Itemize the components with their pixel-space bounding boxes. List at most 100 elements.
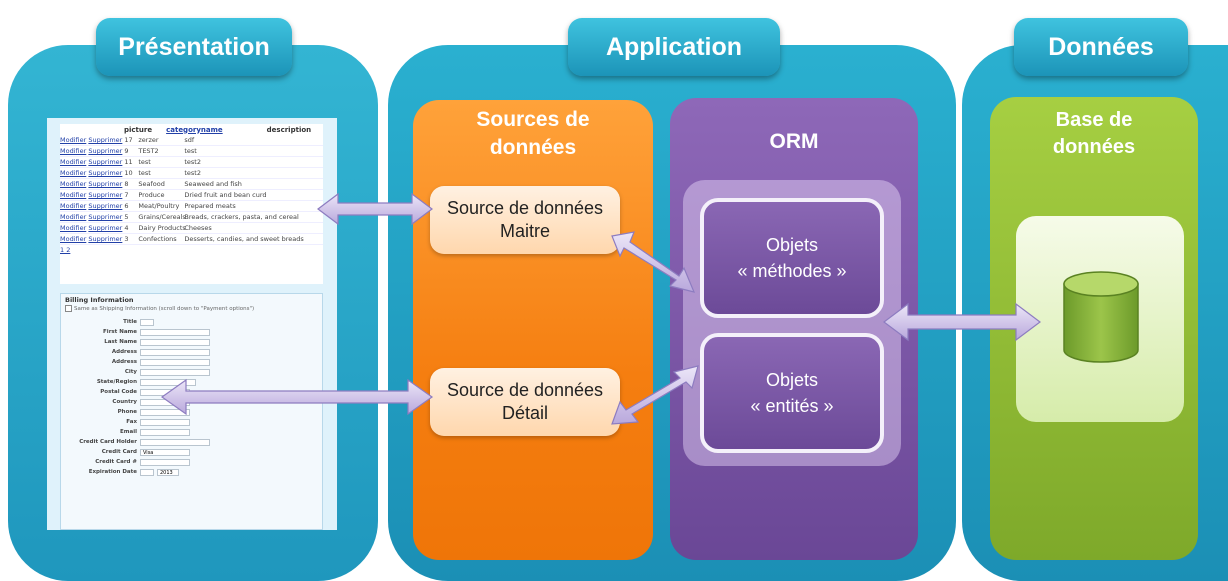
form-row: Postal Code: [61, 387, 322, 397]
grid-header: picture categoryname description: [60, 124, 323, 135]
grid-header-categoryname: categoryname: [166, 125, 223, 134]
row-id: 3: [124, 235, 129, 243]
credit-card-select[interactable]: Visa: [140, 448, 190, 456]
form-input[interactable]: [140, 338, 210, 346]
field-label: Expiration Date: [88, 469, 137, 475]
row-category-name: Confections: [138, 235, 177, 243]
form-input[interactable]: [140, 378, 196, 386]
edit-link[interactable]: Modifier: [60, 158, 87, 166]
form-input[interactable]: [140, 408, 190, 416]
delete-link[interactable]: Supprimer: [88, 235, 123, 243]
row-description: sdf: [184, 136, 195, 144]
delete-link[interactable]: Supprimer: [88, 147, 123, 155]
delete-link[interactable]: Supprimer: [88, 180, 123, 188]
row-description: test2: [184, 158, 201, 166]
form-row: Address: [61, 357, 322, 367]
row-id: 7: [124, 191, 129, 199]
row-id: 4: [124, 224, 129, 232]
form-row: Last Name: [61, 337, 322, 347]
form-row: Expiration Date 2013: [61, 467, 322, 477]
exp-month-select[interactable]: [140, 468, 154, 476]
entities-objects: Objets « entités »: [700, 333, 884, 453]
data-sources-column: [413, 100, 653, 560]
form-row: Credit Card #: [61, 457, 322, 467]
form-input[interactable]: [140, 458, 190, 466]
delete-link[interactable]: Supprimer: [88, 158, 123, 166]
grid-pager[interactable]: 1 2: [60, 246, 71, 254]
form-row: Credit Card Holder: [61, 437, 322, 447]
field-label: Address: [111, 349, 137, 355]
form-row: Country: [61, 397, 322, 407]
row-description: Dried fruit and bean curd: [184, 191, 267, 199]
form-input[interactable]: [140, 388, 190, 396]
delete-link[interactable]: Supprimer: [88, 169, 123, 177]
presentation-title: Présentation: [96, 18, 292, 76]
form-input[interactable]: [140, 428, 190, 436]
data-sources-title: Sources de données: [476, 108, 590, 160]
edit-link[interactable]: Modifier: [60, 169, 87, 177]
delete-link[interactable]: Supprimer: [88, 191, 123, 199]
application-title: Application: [568, 18, 780, 76]
master-data-source: Source de données Maitre: [430, 186, 620, 254]
field-label: Credit Card Holder: [79, 439, 137, 445]
field-label: Credit Card #: [95, 459, 137, 465]
row-id: 17: [124, 136, 133, 144]
delete-link[interactable]: Supprimer: [88, 213, 123, 221]
delete-link[interactable]: Supprimer: [88, 224, 123, 232]
billing-form: Billing Information Same as Shipping Inf…: [60, 293, 323, 530]
edit-link[interactable]: Modifier: [60, 180, 87, 188]
database-cylinder-icon: [1063, 271, 1139, 363]
row-category-name: Meat/Poultry: [138, 202, 180, 210]
delete-link[interactable]: Supprimer: [88, 202, 123, 210]
form-input[interactable]: [140, 318, 154, 326]
row-description: Desserts, candies, and sweet breads: [184, 235, 304, 243]
form-row: Fax: [61, 417, 322, 427]
row-category-name: Seafood: [138, 180, 165, 188]
database-title: Base de données: [1052, 109, 1136, 158]
billing-same-checkbox[interactable]: Same as Shipping Information (scroll dow…: [61, 304, 322, 313]
checkbox-icon[interactable]: [65, 305, 72, 312]
row-category-name: TEST2: [138, 147, 159, 155]
edit-link[interactable]: Modifier: [60, 147, 87, 155]
category-grid: picture categoryname description Modifie…: [60, 124, 323, 284]
field-label: Email: [120, 429, 137, 435]
form-row: Email: [61, 427, 322, 437]
delete-link[interactable]: Supprimer: [88, 136, 123, 144]
billing-title: Billing Information: [65, 296, 134, 304]
edit-link[interactable]: Modifier: [60, 136, 87, 144]
field-label: Last Name: [104, 339, 137, 345]
form-input[interactable]: [140, 368, 210, 376]
edit-link[interactable]: Modifier: [60, 191, 87, 199]
row-description: Breads, crackers, pasta, and cereal: [184, 213, 299, 221]
row-description: Prepared meats: [184, 202, 236, 210]
form-input[interactable]: [140, 328, 210, 336]
edit-link[interactable]: Modifier: [60, 202, 87, 210]
field-label: Country: [112, 399, 137, 405]
field-label: Title: [123, 319, 137, 325]
form-input[interactable]: [140, 418, 190, 426]
row-description: test2: [184, 169, 201, 177]
data-title: Données: [1014, 18, 1188, 76]
field-label: Phone: [117, 409, 137, 415]
form-input[interactable]: [140, 358, 210, 366]
form-input[interactable]: [140, 398, 190, 406]
form-input[interactable]: [140, 348, 210, 356]
edit-link[interactable]: Modifier: [60, 235, 87, 243]
detail-data-source: Source de données Détail: [430, 368, 620, 436]
field-label: Fax: [126, 419, 137, 425]
edit-link[interactable]: Modifier: [60, 224, 87, 232]
form-row: First Name: [61, 327, 322, 337]
row-description: test: [184, 147, 197, 155]
form-input[interactable]: [140, 438, 210, 446]
form-row: Title: [61, 317, 322, 327]
exp-year-select[interactable]: 2013: [157, 468, 179, 476]
edit-link[interactable]: Modifier: [60, 213, 87, 221]
